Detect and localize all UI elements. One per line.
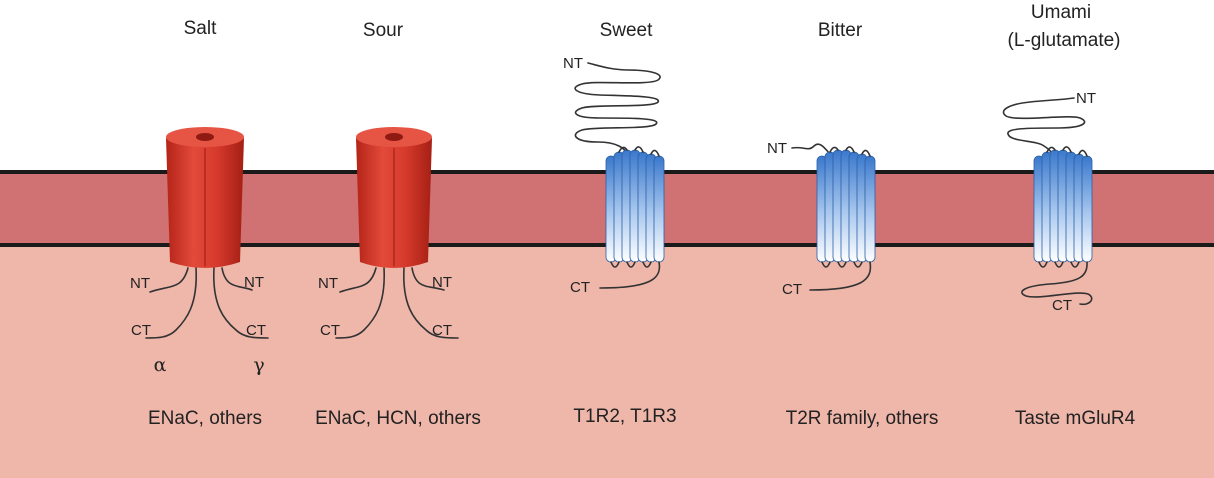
sour-title: Sour (363, 20, 404, 41)
sour-nt-label-left: NT (318, 275, 338, 292)
umami-receptor-group: Umami (L-glutamate) NT CT Taste mGluR4 (1002, 2, 1136, 429)
bitter-ct-strand (809, 261, 872, 291)
sour-receptor-family: ENaC, HCN, others (315, 408, 481, 429)
bitter-7tm-receptor (816, 146, 876, 268)
umami-venus-flytrap-domain (1002, 97, 1086, 157)
salt-nt-strand-right (221, 267, 253, 291)
salt-ct-label-right: CT (246, 322, 266, 339)
sweet-nt-label: NT (563, 55, 583, 72)
salt-title: Salt (184, 18, 217, 39)
umami-ct-strand (1021, 261, 1093, 306)
bitter-receptor-family: T2R family, others (786, 408, 939, 429)
umami-subtitle: (L-glutamate) (1008, 30, 1121, 51)
sweet-venus-flytrap-domain (574, 62, 661, 157)
sweet-title: Sweet (600, 20, 654, 41)
sour-ct-label-right: CT (432, 322, 452, 339)
sweet-receptor-family: T1R2, T1R3 (573, 406, 676, 427)
alpha-subunit-label: α (154, 354, 167, 376)
salt-nt-label-left: NT (130, 275, 150, 292)
umami-title: Umami (1031, 2, 1091, 23)
bitter-nt-strand (791, 143, 831, 155)
sour-nt-strand-left (339, 267, 377, 293)
salt-nt-label-right: NT (244, 274, 264, 291)
umami-nt-label: NT (1076, 90, 1096, 107)
sweet-ct-label: CT (570, 279, 590, 296)
umami-7tm-receptor (1033, 146, 1093, 268)
sweet-ct-strand (599, 261, 661, 289)
sour-ct-strand-right (403, 267, 459, 339)
sour-nt-strand-right (411, 267, 445, 291)
sour-ct-strand-left (335, 267, 385, 339)
salt-receptor-family: ENaC, others (148, 408, 262, 429)
gamma-subunit-label: γ (253, 354, 264, 376)
sweet-7tm-receptor (605, 146, 665, 268)
umami-receptor-family: Taste mGluR4 (1015, 408, 1136, 429)
intracellular-space (0, 246, 1214, 478)
bitter-ct-label: CT (782, 281, 802, 298)
sour-channel (356, 127, 432, 268)
bitter-receptor-group: Bitter NT CT T2R family, others (767, 20, 938, 429)
bitter-title: Bitter (818, 20, 863, 41)
salt-ct-strand-left (145, 267, 197, 339)
sour-receptor-group: Sour NT NT CT CT ENaC, HCN, others (315, 20, 481, 429)
sweet-receptor-group: Sweet NT CT T1R2, T1R3 (563, 20, 677, 427)
salt-receptor-group: Salt NT NT CT CT α γ ENaC, others (130, 18, 269, 429)
salt-enac-channel (166, 127, 244, 268)
sour-nt-label-right: NT (432, 274, 452, 291)
umami-ct-label: CT (1052, 297, 1072, 314)
sour-ct-label-left: CT (320, 322, 340, 339)
salt-ct-label-left: CT (131, 322, 151, 339)
salt-ct-strand-right (213, 267, 269, 339)
salt-nt-strand-left (149, 267, 189, 293)
bitter-nt-label: NT (767, 140, 787, 157)
